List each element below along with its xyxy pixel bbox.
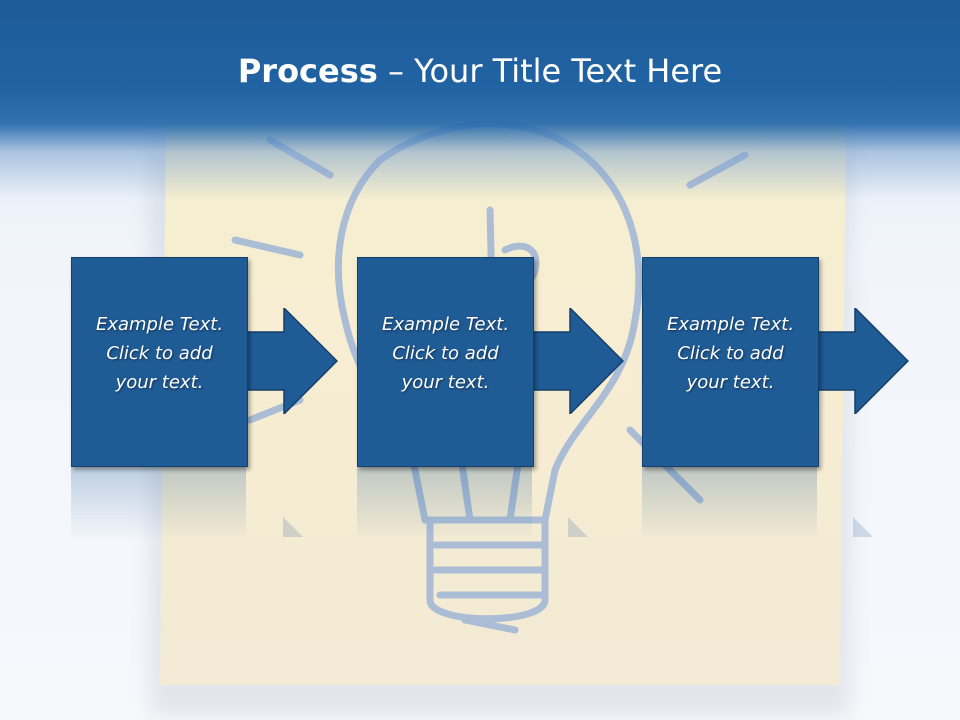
step-reflection — [357, 466, 532, 541]
arrow-reflection — [283, 517, 303, 537]
step-text-line: Example Text. — [95, 314, 224, 335]
step-reflection — [642, 466, 817, 541]
right-arrow-icon — [244, 308, 338, 414]
step-text: Example Text. Click to add your text. — [358, 310, 533, 397]
step-text-line: your text. — [401, 372, 490, 393]
step-text-line: your text. — [686, 372, 775, 393]
step-reflection — [71, 466, 246, 541]
process-step-3[interactable]: Example Text. Click to add your text. — [642, 257, 819, 467]
right-arrow-icon — [815, 308, 909, 414]
slide-title[interactable]: Process – Your Title Text Here — [0, 52, 960, 90]
step-text-line: Example Text. — [666, 314, 795, 335]
step-text-line: Click to add — [106, 343, 213, 364]
right-arrow-icon — [530, 308, 624, 414]
step-text-line: Click to add — [392, 343, 499, 364]
step-text-line: Click to add — [677, 343, 784, 364]
arrow-reflection — [853, 517, 873, 537]
arrow-reflection — [568, 517, 588, 537]
step-text-line: your text. — [115, 372, 204, 393]
title-rest: – Your Title Text Here — [377, 52, 723, 90]
process-step-2[interactable]: Example Text. Click to add your text. — [357, 257, 534, 467]
step-text: Example Text. Click to add your text. — [643, 310, 818, 397]
title-bar — [0, 0, 960, 200]
step-text-line: Example Text. — [381, 314, 510, 335]
process-step-1[interactable]: Example Text. Click to add your text. — [71, 257, 248, 467]
title-bold: Process — [237, 52, 378, 90]
step-text: Example Text. Click to add your text. — [72, 310, 247, 397]
